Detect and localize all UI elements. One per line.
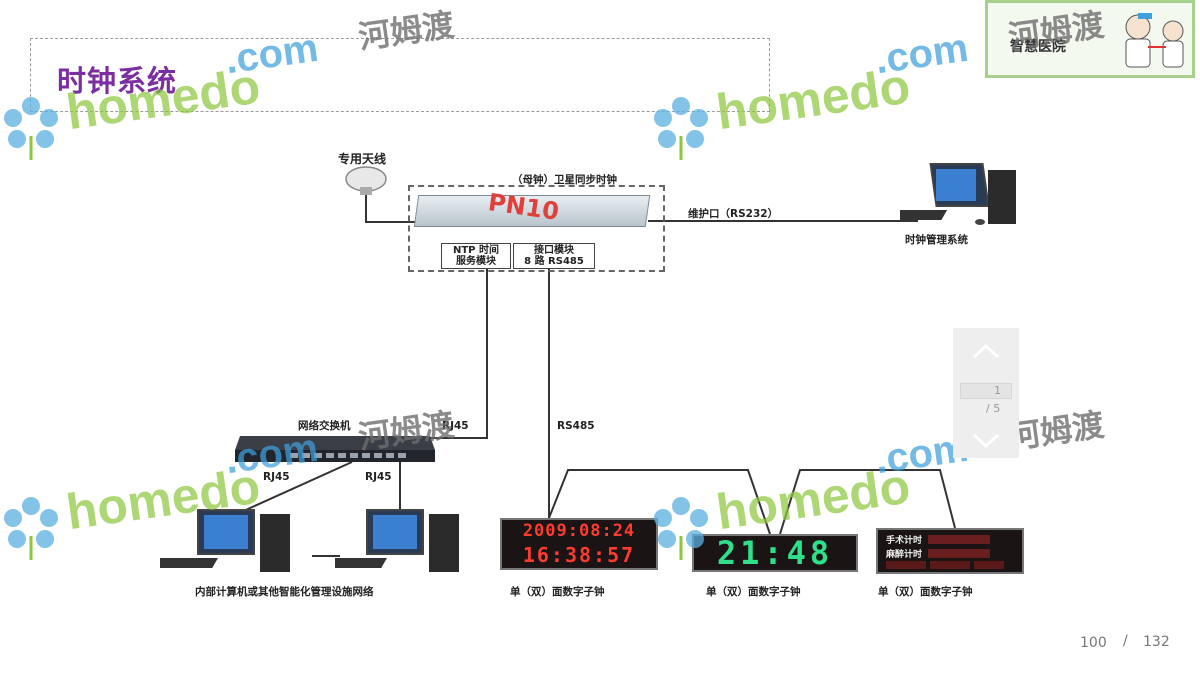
client-computer-icon [160, 509, 290, 572]
rj45-label-right: RJ45 [365, 471, 392, 483]
rs485-label: RS485 [557, 420, 595, 432]
ntp-module: NTP 时间 服务模块 [441, 243, 511, 269]
network-switch-icon [235, 436, 435, 462]
gps-antenna-icon [345, 166, 387, 195]
internal-network-label: 内部计算机或其他智能化管理设施网络 [195, 586, 374, 598]
logo-text: 智慧医院 [1010, 39, 1066, 55]
master-clock-frame [408, 185, 665, 272]
timer-display-bar [928, 535, 991, 544]
timer-display-bar [930, 561, 970, 569]
clock2-time: 21:48 [716, 534, 834, 572]
timer-display-bar [928, 549, 991, 558]
digital-clock-surgery-timer: 手术计时 麻醉计时 [876, 528, 1024, 574]
management-system-label: 时钟管理系统 [905, 234, 968, 246]
ntp-module-line2: 服务模块 [456, 256, 496, 267]
digital-clock-date-time: 2009:08:24 16:38:57 [500, 518, 658, 570]
interface-module-line1: 接口模块 [534, 245, 574, 256]
digital-clock-green: 21:48 [692, 534, 858, 572]
title-frame [30, 38, 770, 112]
watermark-flower-icon [0, 96, 62, 166]
timer-display-bar [886, 561, 926, 569]
watermark-flower-icon [650, 96, 712, 166]
maintenance-port-label: 维护口（RS232） [688, 208, 779, 220]
rj45-label-left: RJ45 [263, 471, 290, 483]
page-total-label: / 5 [986, 402, 1001, 415]
page-number-input[interactable]: 1 [960, 383, 1012, 399]
ntp-module-line1: NTP 时间 [452, 245, 499, 256]
interface-module: 接口模块 8 路 RS485 [513, 243, 595, 269]
footer-page-number: 100 [1080, 635, 1107, 651]
client-computer-icon [335, 509, 459, 572]
clock1-date: 2009:08:24 [522, 521, 636, 541]
timer-display-bar [974, 561, 1004, 569]
footer-total-pages: 132 [1143, 634, 1170, 650]
management-computer-icon [900, 163, 1016, 225]
clock3-row2-label: 麻醉计时 [886, 550, 923, 560]
chevron-up-icon[interactable] [971, 342, 1001, 360]
doctor-illustration-icon [1125, 13, 1184, 68]
chevron-down-icon[interactable] [971, 432, 1001, 450]
switch-label: 网络交换机 [298, 420, 351, 432]
antenna-label: 专用天线 [338, 152, 387, 166]
clock2-label: 单（双）面数字子钟 [706, 586, 801, 598]
footer-separator: / [1123, 633, 1128, 649]
interface-module-line2: 8 路 RS485 [524, 256, 584, 267]
page-title: 时钟系统 [57, 64, 178, 98]
watermark-flower-icon [0, 496, 62, 566]
hospital-logo [985, 0, 1195, 78]
rj45-label-switch: RJ45 [442, 420, 469, 432]
watermark-flower-icon [650, 496, 712, 566]
clock1-time: 16:38:57 [522, 543, 636, 567]
clock3-row1-label: 手术计时 [886, 536, 923, 546]
clock3-label: 单（双）面数字子钟 [878, 586, 973, 598]
master-clock-label: （母钟）卫星同步时钟 [512, 174, 617, 186]
clock1-label: 单（双）面数字子钟 [510, 586, 605, 598]
